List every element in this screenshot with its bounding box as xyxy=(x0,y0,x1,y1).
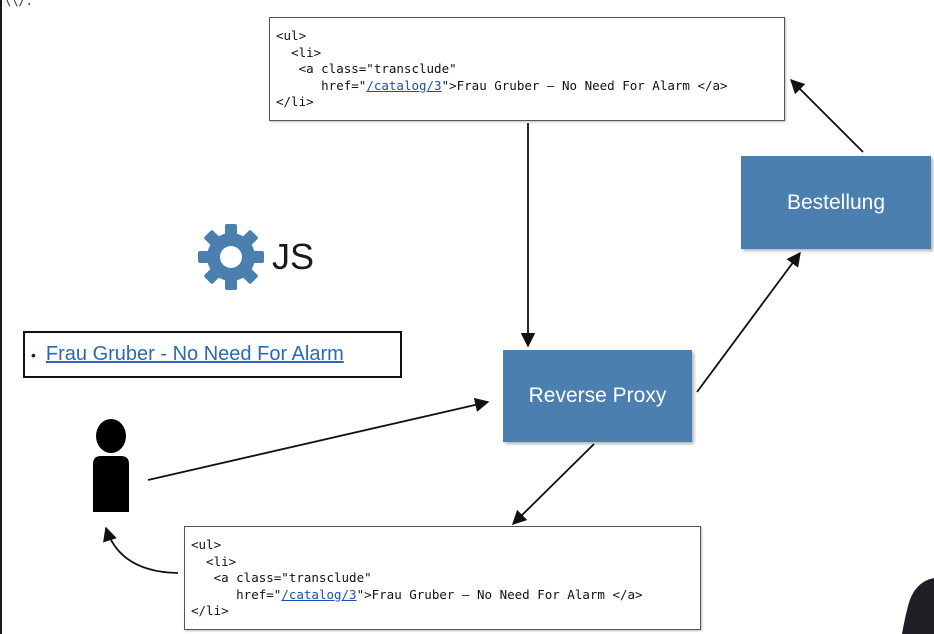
code-line: <ul> xyxy=(191,537,222,552)
code-line: ">Frau Gruber – No Need For Alarm </a> xyxy=(441,77,728,93)
js-label: JS xyxy=(272,236,315,277)
arrow-code-to-user xyxy=(103,526,179,574)
catalog-link[interactable]: /catalog/3 xyxy=(366,77,442,93)
corner-mark: \\/. xyxy=(4,0,33,8)
arrow-proxy-to-code xyxy=(511,443,595,526)
arrow-user-to-proxy xyxy=(147,397,490,481)
rendered-list: • Frau Gruber - No Need For Alarm xyxy=(23,331,402,378)
code-line: <li> xyxy=(276,44,322,60)
list-item-link[interactable]: Frau Gruber - No Need For Alarm xyxy=(45,343,344,365)
arrow-order-to-code xyxy=(789,78,864,153)
code-line: <a class="transclude" xyxy=(276,61,457,76)
presenter-silhouette xyxy=(902,578,934,634)
code-snippet-top: <ul> <li> <a class="transclude" href="/c… xyxy=(269,17,785,121)
code-line: <a class="transclude" xyxy=(191,570,372,585)
code-line: <ul> xyxy=(276,28,307,43)
code-line: </li> xyxy=(276,94,314,109)
code-line: href=" xyxy=(276,77,367,93)
code-line: </li> xyxy=(191,603,229,618)
bestellung-node: Bestellung xyxy=(741,156,931,249)
code-line: href=" xyxy=(191,586,282,602)
reverse-proxy-node: Reverse Proxy xyxy=(503,350,692,442)
person-icon xyxy=(93,419,129,512)
code-snippet-bottom: <ul> <li> <a class="transclude" href="/c… xyxy=(184,526,701,630)
code-line: ">Frau Gruber – No Need For Alarm </a> xyxy=(356,586,643,602)
list-bullet: • xyxy=(31,346,36,363)
code-line: <li> xyxy=(191,553,237,569)
slide-edge xyxy=(0,0,2,634)
catalog-link[interactable]: /catalog/3 xyxy=(281,586,357,602)
arrow-proxy-to-order xyxy=(696,251,801,393)
gear-icon xyxy=(198,224,264,290)
